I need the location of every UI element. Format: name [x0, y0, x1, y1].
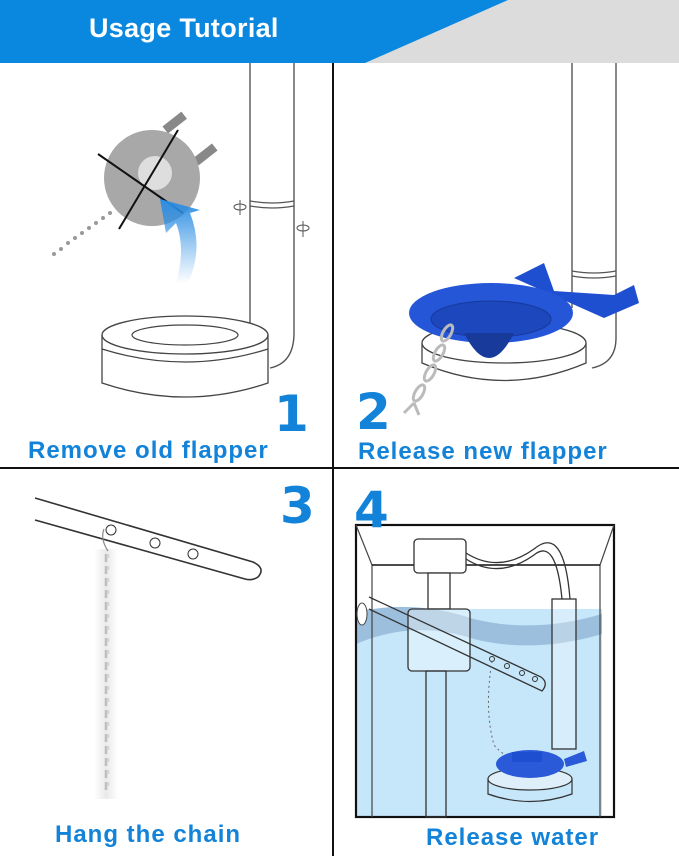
step-caption-4: Release water — [426, 824, 600, 851]
step-panel-4: 4 Release water — [334, 469, 679, 856]
step-panel-3: 3 Hang the chain — [0, 469, 332, 856]
header-blue-banner — [0, 0, 508, 63]
step-panel-2: 2 Release new flapper — [334, 63, 679, 467]
old-flapper-illustration — [52, 63, 310, 398]
step-number-2: 2 — [356, 383, 391, 441]
chain-lever-illustration — [34, 497, 262, 799]
step-number-4: 4 — [354, 481, 389, 539]
new-flapper-illustration — [402, 63, 639, 416]
step-panel-1: 1 Remove old flapper — [0, 63, 332, 467]
page-title: Usage Tutorial — [89, 13, 279, 43]
step-number-3: 3 — [280, 477, 315, 535]
vertical-divider — [332, 63, 334, 856]
horizontal-divider — [0, 467, 679, 469]
step-caption-2: Release new flapper — [358, 438, 608, 465]
step-caption-3: Hang the chain — [55, 821, 242, 848]
header-band: Usage Tutorial — [0, 0, 679, 63]
tank-water-illustration — [354, 523, 616, 819]
step-caption-1: Remove old flapper — [28, 437, 269, 464]
step-number-1: 1 — [274, 385, 309, 443]
